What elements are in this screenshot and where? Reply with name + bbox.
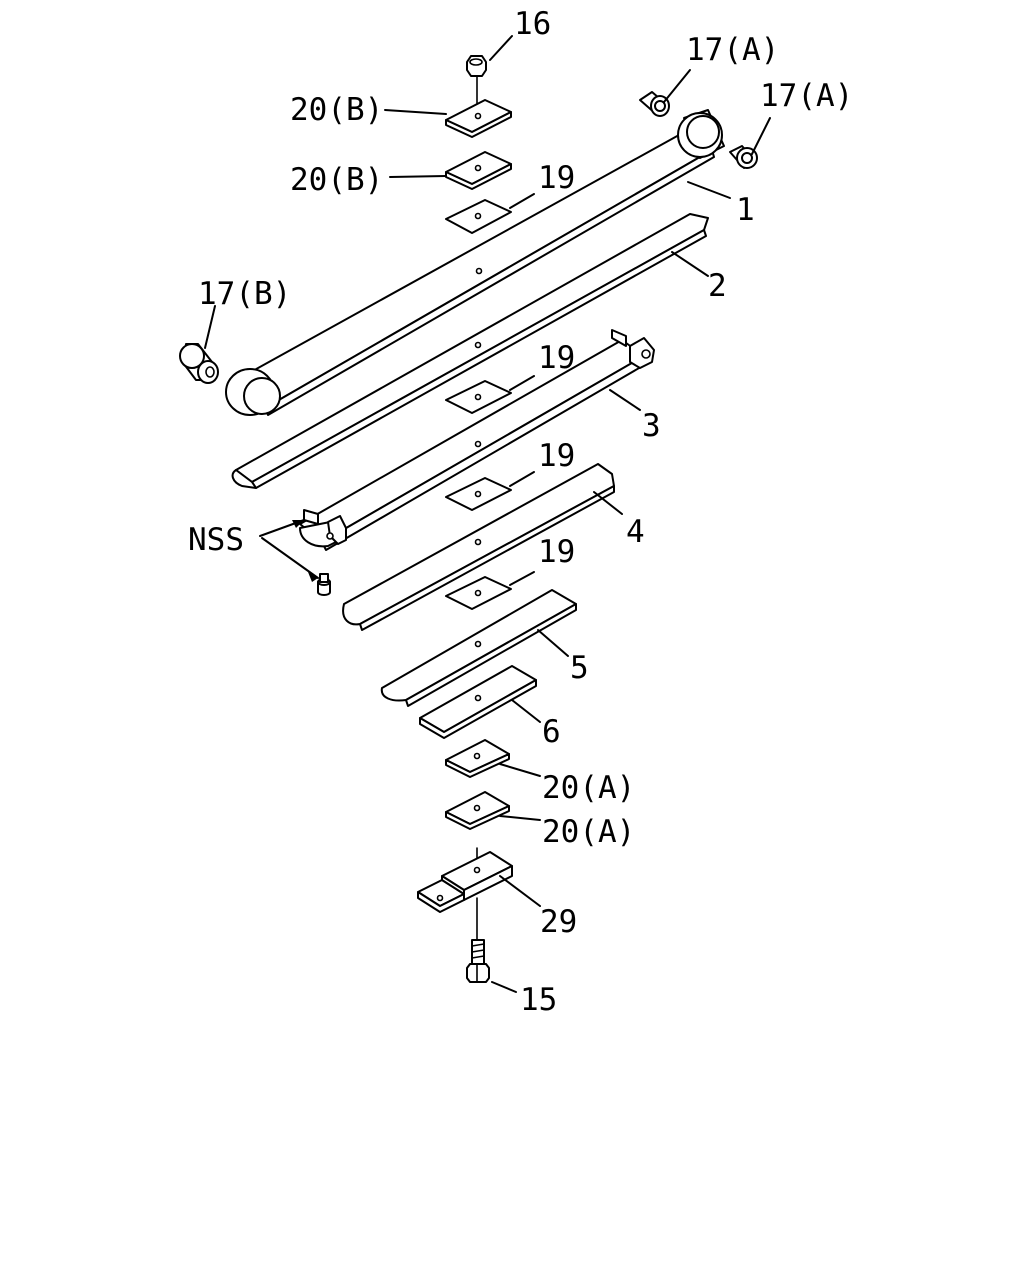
label-pad-5: 19 (538, 534, 575, 570)
bushing-17a-right (729, 145, 758, 169)
label-pad-4: 19 (538, 438, 575, 474)
nss-arrow-2 (308, 572, 318, 582)
leaf-6-part (419, 665, 537, 739)
label-bushing-17a-left: 17(A) (686, 32, 779, 68)
label-bolt: 15 (520, 982, 557, 1018)
label-pad-3: 19 (538, 340, 575, 376)
plate-20b-second (445, 151, 512, 190)
nss-arrow-1 (292, 520, 304, 528)
pad-19-leaf4 (445, 576, 512, 610)
bracket-29-part (417, 851, 513, 913)
label-bushing-17b: 17(B) (198, 276, 291, 312)
leaf-1-part (225, 109, 725, 416)
leaf-4-part (342, 463, 615, 631)
pad-19-leaf2 (445, 380, 512, 414)
plate-20b-top (445, 99, 512, 138)
label-leaf-2: 2 (708, 268, 727, 304)
label-bushing-17a-right: 17(A) (760, 78, 853, 114)
leader-lines (204, 35, 771, 993)
nut-part (466, 55, 487, 77)
label-leaf-6: 6 (542, 714, 561, 750)
leaf-5-part (380, 589, 577, 707)
plate-20a-bottom (445, 791, 510, 830)
label-leaf-5: 5 (570, 650, 589, 686)
label-bracket: 29 (540, 904, 577, 940)
label-plate-20a-bottom: 20(A) (542, 814, 635, 850)
label-nss: NSS (188, 522, 244, 558)
label-plate-20b-top: 20(B) (290, 92, 383, 128)
label-leaf-1: 1 (736, 192, 755, 228)
leaf-2-part (231, 213, 709, 489)
pad-19-top (445, 199, 512, 234)
leaf-3-part (299, 329, 655, 551)
label-leaf-4: 4 (626, 514, 645, 550)
label-plate-20b-second: 20(B) (290, 162, 383, 198)
bushing-17a-left (639, 91, 670, 117)
bushing-17b (179, 343, 219, 384)
pad-19-leaf3 (445, 477, 512, 511)
label-leaf-3: 3 (642, 408, 661, 444)
label-nut: 16 (514, 6, 551, 42)
nss-bolt (317, 573, 331, 596)
plate-20a-top (445, 739, 510, 778)
label-plate-20a-top: 20(A) (542, 770, 635, 806)
bolt-15-part (466, 939, 490, 983)
label-pad-top: 19 (538, 160, 575, 196)
